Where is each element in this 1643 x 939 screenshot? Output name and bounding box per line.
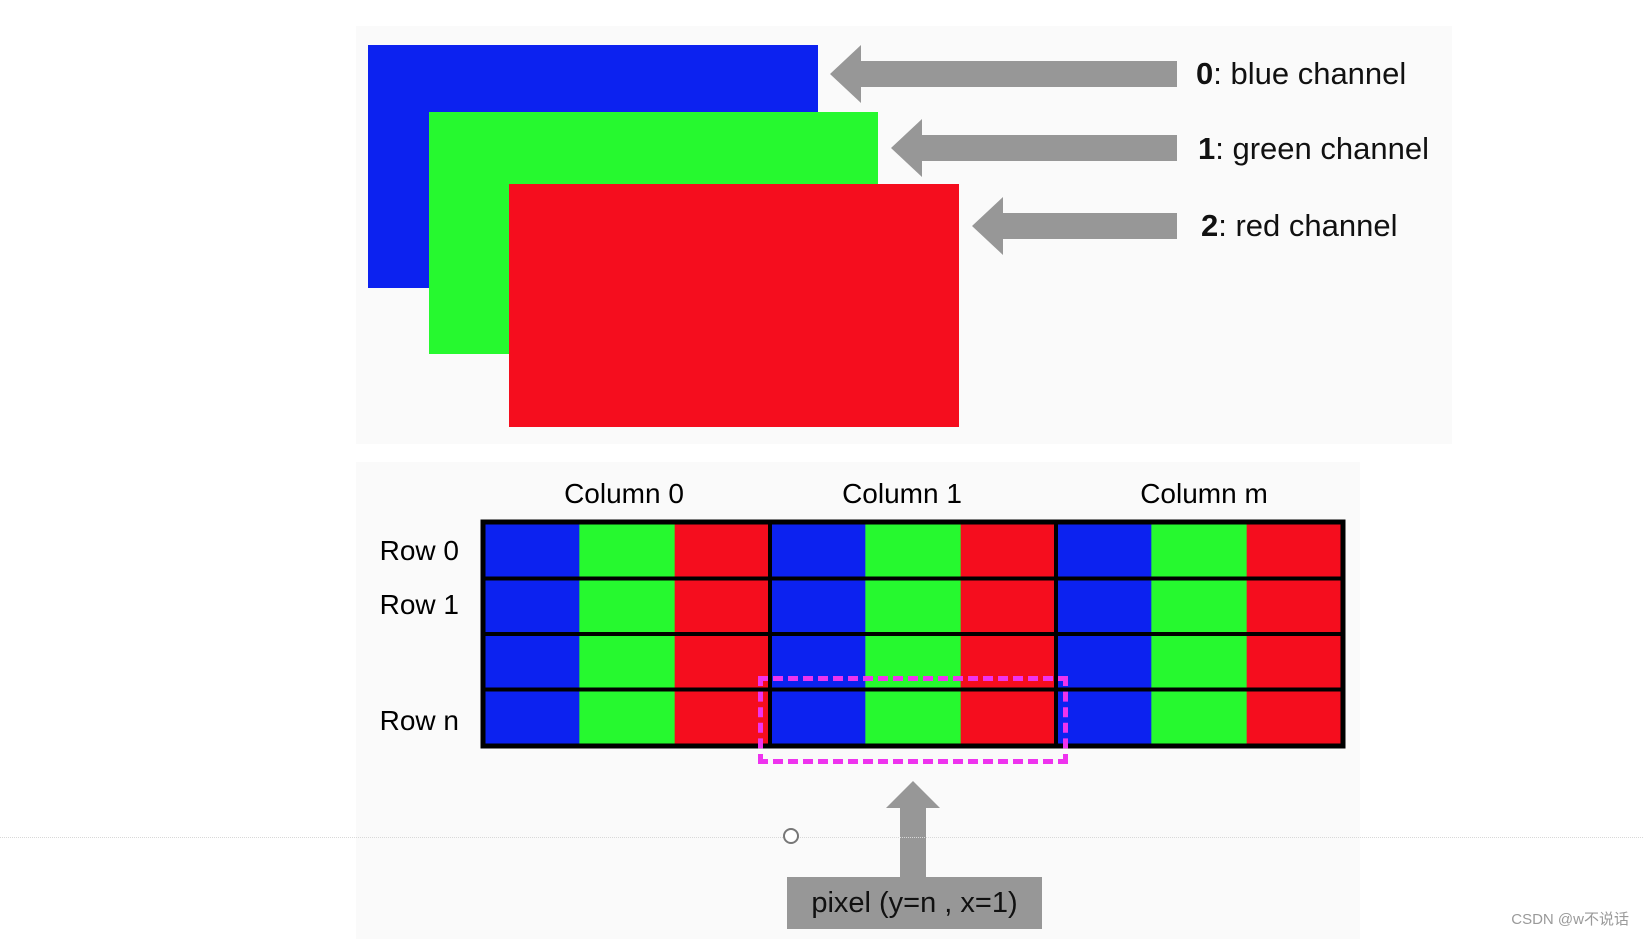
pixel-subcell-blue [484,523,580,579]
pixel-subcell-green [1151,523,1248,579]
arrow-red-channel-icon [972,197,1177,255]
pixel-subcell-red [1246,634,1343,690]
row-label-0: Row 0 [379,535,459,566]
pixel-subcell-green [865,578,962,635]
pixel-subcell-red [960,523,1057,579]
pixel-subcell-green [1151,689,1248,746]
channel-index-blue: 0 [1196,56,1214,91]
pixel-subcell-green [579,578,676,635]
pixel-subcell-green [865,523,962,579]
watermark: CSDN @w不说话 [1511,911,1629,928]
channel-label-blue: 0: blue channel [1196,58,1406,89]
channel-label-green: 1: green channel [1198,133,1429,164]
row-label-n: Row n [379,705,459,736]
arrow-blue-shape [830,45,1177,103]
channel-text-green: : green channel [1215,131,1429,166]
pixel-subcell-blue [1056,689,1152,746]
pixel-subcell-green [579,634,676,690]
grid-border [480,519,1346,749]
selected-pixel-highlight [758,676,1068,764]
pixel-subcell-blue [484,634,580,690]
row-label-1: Row 1 [379,589,459,620]
pixel-subcell-blue [1056,634,1152,690]
pixel-subcell-blue [484,689,580,746]
pixel-subcell-blue [484,578,580,635]
column-header-0: Column 0 [564,478,684,509]
pixel-subcell-red [674,578,771,635]
channel-text-blue: : blue channel [1213,56,1407,91]
pixel-subcell-red [1246,689,1343,746]
pixel-caption-box: pixel (y=n , x=1) [787,877,1042,929]
pixel-subcell-blue [1056,523,1152,579]
pixel-caption: pixel (y=n , x=1) [811,886,1018,919]
pixel-subcell-green [1151,578,1248,635]
pixel-subcell-red [674,634,771,690]
pixel-subcell-green [579,689,676,746]
pixel-subcell-blue [770,523,866,579]
pixel-subcell-green [579,523,676,579]
pixel-subcell-green [1151,634,1248,690]
column-header-m: Column m [1140,478,1268,509]
pixel-subcell-red [960,689,1057,746]
arrow-blue-channel-icon [830,45,1177,103]
arrow-green-channel-icon [891,119,1177,177]
channel-index-green: 1 [1198,131,1216,166]
separator-line [0,837,1643,838]
cursor-circle-icon [783,828,799,844]
arrow-green-shape [891,119,1177,177]
pixel-subcell-red [674,689,771,746]
pixel-subcell-green [865,689,962,746]
pixel-subcell-blue [770,689,866,746]
pixel-grid [480,519,1346,749]
channel-label-red: 2: red channel [1201,210,1397,241]
channel-index-red: 2 [1201,208,1219,243]
pixel-subcell-red [674,523,771,579]
arrow-up-shape [886,781,940,877]
red-channel-layer [509,184,959,427]
pixel-subcell-blue [1056,578,1152,635]
arrow-pixel-pointer-icon [886,781,940,877]
channel-text-red: : red channel [1218,208,1398,243]
arrow-red-shape [972,197,1177,255]
pixel-subcell-red [1246,523,1343,579]
pixel-subcell-blue [770,578,866,635]
column-header-1: Column 1 [842,478,962,509]
pixel-subcell-red [1246,578,1343,635]
pixel-subcell-red [960,578,1057,635]
